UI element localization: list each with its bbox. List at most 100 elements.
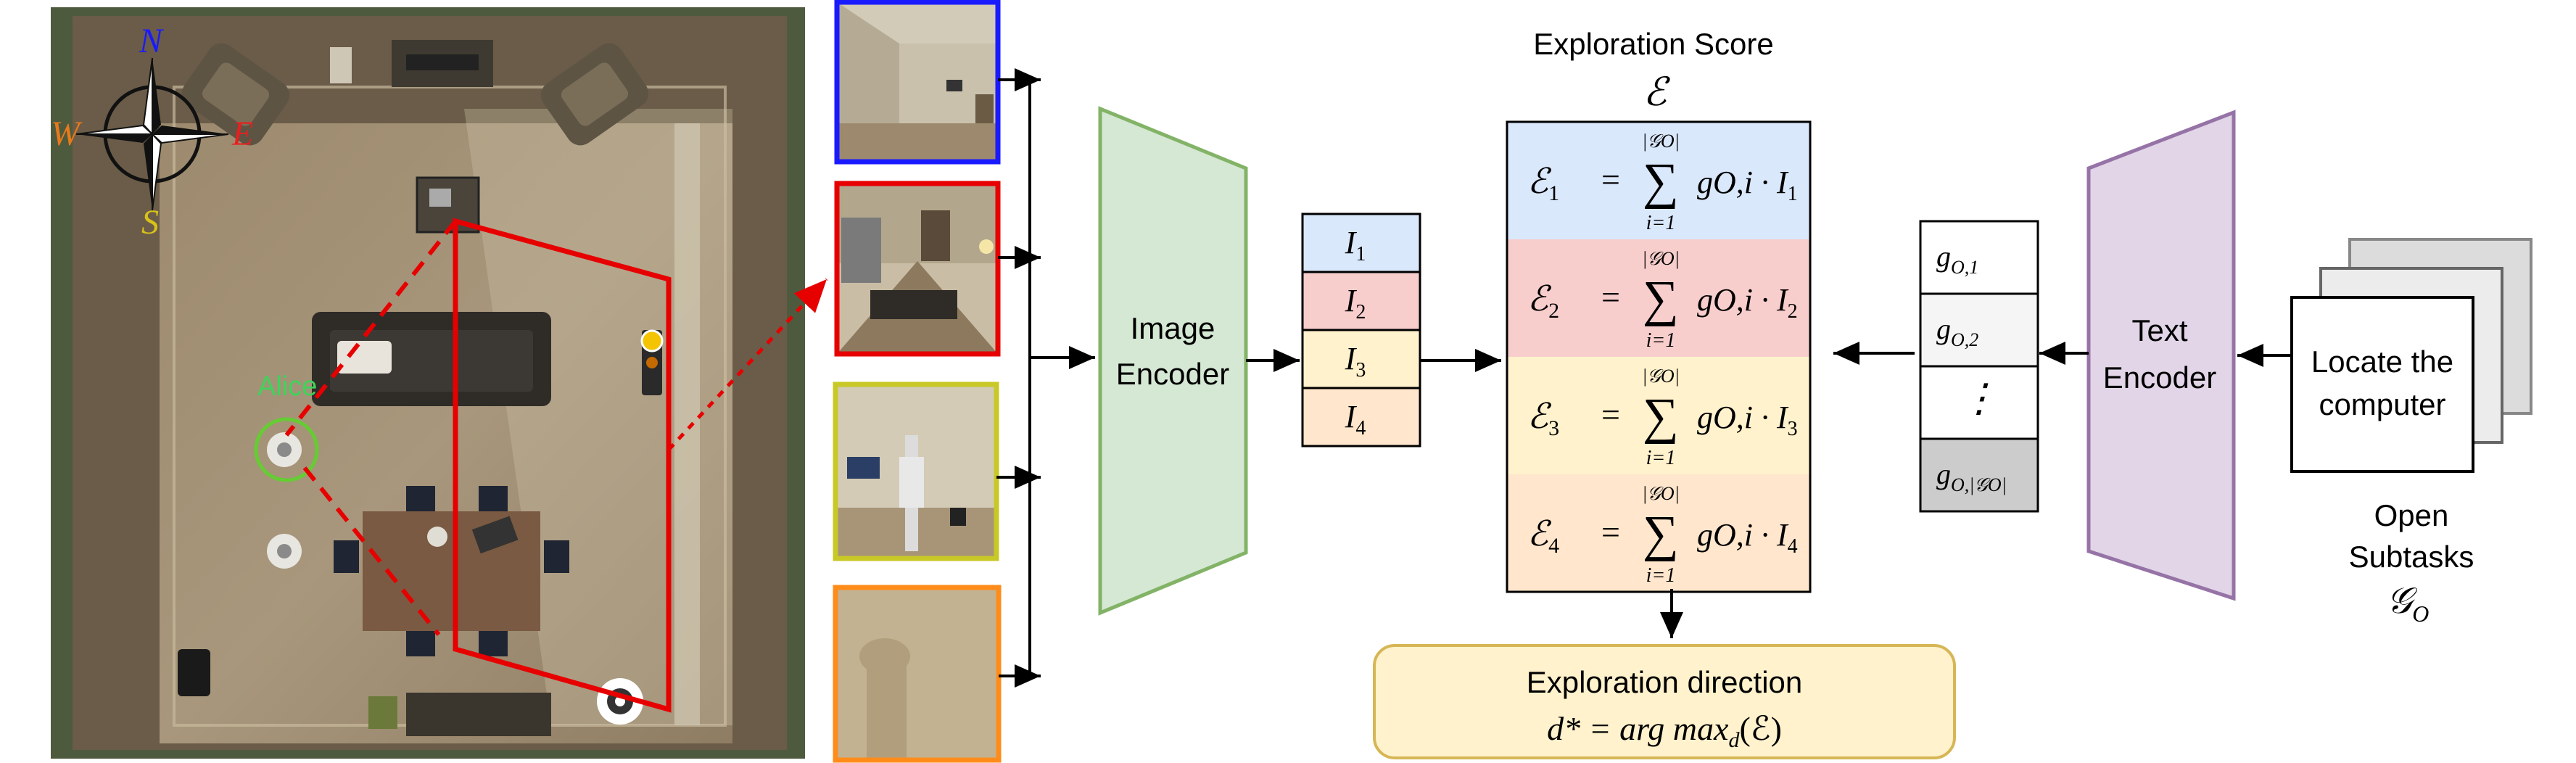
bin: [178, 649, 210, 696]
score-lhs-symbol: ℰ: [1527, 397, 1552, 436]
robot-alice: [254, 417, 319, 482]
score-lhs: ℰ3: [1527, 397, 1559, 440]
sum-lower: i=1: [1646, 447, 1676, 469]
direction-formula-main: d* = arg max: [1547, 710, 1729, 747]
open-subtasks-symbol: 𝒢O: [2387, 580, 2430, 627]
image-feature-subscript: 2: [1355, 301, 1366, 323]
score-table-border: [1506, 120, 1812, 593]
text-feature-cell: [1919, 220, 2039, 295]
exploration-direction-box: [1373, 644, 1956, 759]
score-row: [1507, 474, 1810, 592]
text-encoder-label-2: Encoder: [2103, 360, 2216, 395]
score-row: [1507, 357, 1810, 474]
sum-lower: i=1: [1646, 329, 1676, 352]
armchair-left: [181, 43, 290, 146]
image-feature-label: I4: [1345, 399, 1366, 440]
image-feature-symbol: I: [1345, 341, 1358, 376]
score-equals: =: [1601, 514, 1620, 550]
text-feature-subscript: O,1: [1951, 257, 1978, 278]
image-encoder-label-1: Image: [1131, 311, 1215, 345]
score-term: gO,i · I4: [1697, 517, 1798, 558]
score-title: Exploration Score: [1533, 27, 1774, 61]
text-feature-symbol: g: [1936, 240, 1951, 273]
view-frustum: [453, 218, 672, 713]
image-feature-symbol: I: [1345, 399, 1358, 434]
sum-upper: |𝒢O|: [1642, 366, 1680, 387]
subtask-card-line-2: computer: [2319, 387, 2445, 421]
compass-n: N: [139, 22, 165, 60]
sum-sign: ∑: [1643, 506, 1679, 562]
score-lhs: ℰ1: [1527, 162, 1559, 205]
image-feature-label: I1: [1345, 225, 1366, 265]
text-feature-cell: [1919, 437, 2039, 513]
topdown-map: Alice N S E W: [51, 7, 805, 759]
image-feature-subscript: 1: [1355, 243, 1366, 265]
view-orange: [833, 585, 1002, 763]
score-lhs-symbol: ℰ: [1527, 162, 1552, 201]
view-ray-left: [284, 220, 458, 437]
image-feature-cell: [1301, 271, 1421, 331]
image-feature-cell: [1301, 213, 1421, 273]
text-feature-label: gO,2: [1936, 313, 1978, 350]
text-feature-cell: [1919, 365, 2039, 440]
robot-second: [267, 534, 302, 569]
direction-formula-sub: d: [1728, 728, 1740, 752]
agent-label: Alice: [257, 371, 317, 402]
view-connectors: [996, 68, 1095, 688]
image-feature-label: I3: [1345, 341, 1366, 382]
score-term-sub: 4: [1788, 535, 1798, 558]
plant: [368, 696, 397, 729]
compass-s: S: [141, 203, 159, 242]
subtask-card-line-1: Locate the: [2311, 345, 2453, 379]
right-window-strip: [674, 123, 700, 725]
text-feature-subscript: O,|𝒢O|: [1951, 474, 2007, 495]
score-term-main: gO,i · I: [1697, 165, 1789, 200]
cabinet: [406, 693, 551, 736]
sofa: [312, 312, 551, 406]
score-lhs-sub: 3: [1548, 416, 1559, 440]
open-subtasks-symbol-sub: O: [2412, 601, 2429, 627]
sum-lower: i=1: [1646, 212, 1676, 234]
score-term-sub: 2: [1788, 300, 1798, 323]
image-feature-cell: [1301, 387, 1421, 448]
score-symbol: ℰ: [1643, 70, 1671, 114]
lamp: [640, 329, 664, 395]
score-term-sub: 3: [1788, 418, 1798, 440]
sum-lower: i=1: [1646, 564, 1676, 587]
text-encoder: [2086, 110, 2236, 601]
compass-rose: [75, 57, 229, 211]
armchair-right: [540, 43, 649, 146]
side-table-top: [330, 47, 352, 83]
computer: [429, 189, 451, 207]
image-feature-symbol: I: [1345, 225, 1358, 260]
image-feature-label: I2: [1345, 283, 1366, 323]
score-term: gO,i · I2: [1697, 282, 1798, 323]
image-feature-cell: [1301, 329, 1421, 389]
score-row: [1507, 239, 1810, 357]
sum-upper: |𝒢O|: [1642, 483, 1680, 504]
sum-sign: ∑: [1643, 271, 1679, 327]
score-term-main: gO,i · I: [1697, 517, 1789, 553]
score-lhs: ℰ2: [1527, 280, 1559, 323]
text-feature-label: ⋮: [1960, 376, 1999, 420]
score-lhs: ℰ4: [1527, 515, 1559, 558]
score-lhs-symbol: ℰ: [1527, 280, 1552, 318]
score-equals: =: [1601, 396, 1620, 433]
score-term: gO,i · I3: [1697, 400, 1798, 440]
text-feature-subscript: O,2: [1951, 329, 1978, 350]
score-equals: =: [1601, 279, 1620, 315]
view-yellow: [833, 382, 999, 561]
open-subtasks-line-1: Open: [2374, 498, 2449, 532]
sum-upper: |𝒢O|: [1642, 248, 1680, 269]
text-feature-symbol: g: [1936, 313, 1951, 345]
score-row: [1507, 122, 1810, 239]
open-subtasks-line-2: Subtasks: [2349, 540, 2474, 574]
sum-sign: ∑: [1643, 389, 1679, 445]
direction-formula-tail: (ℰ): [1739, 710, 1782, 747]
direction-formula: d* = arg maxd(ℰ): [1547, 710, 1782, 752]
image-encoder-label-2: Encoder: [1116, 357, 1229, 391]
text-feature-label: gO,|𝒢O|: [1936, 458, 2007, 495]
text-feature-symbol: ⋮: [1960, 376, 1999, 420]
